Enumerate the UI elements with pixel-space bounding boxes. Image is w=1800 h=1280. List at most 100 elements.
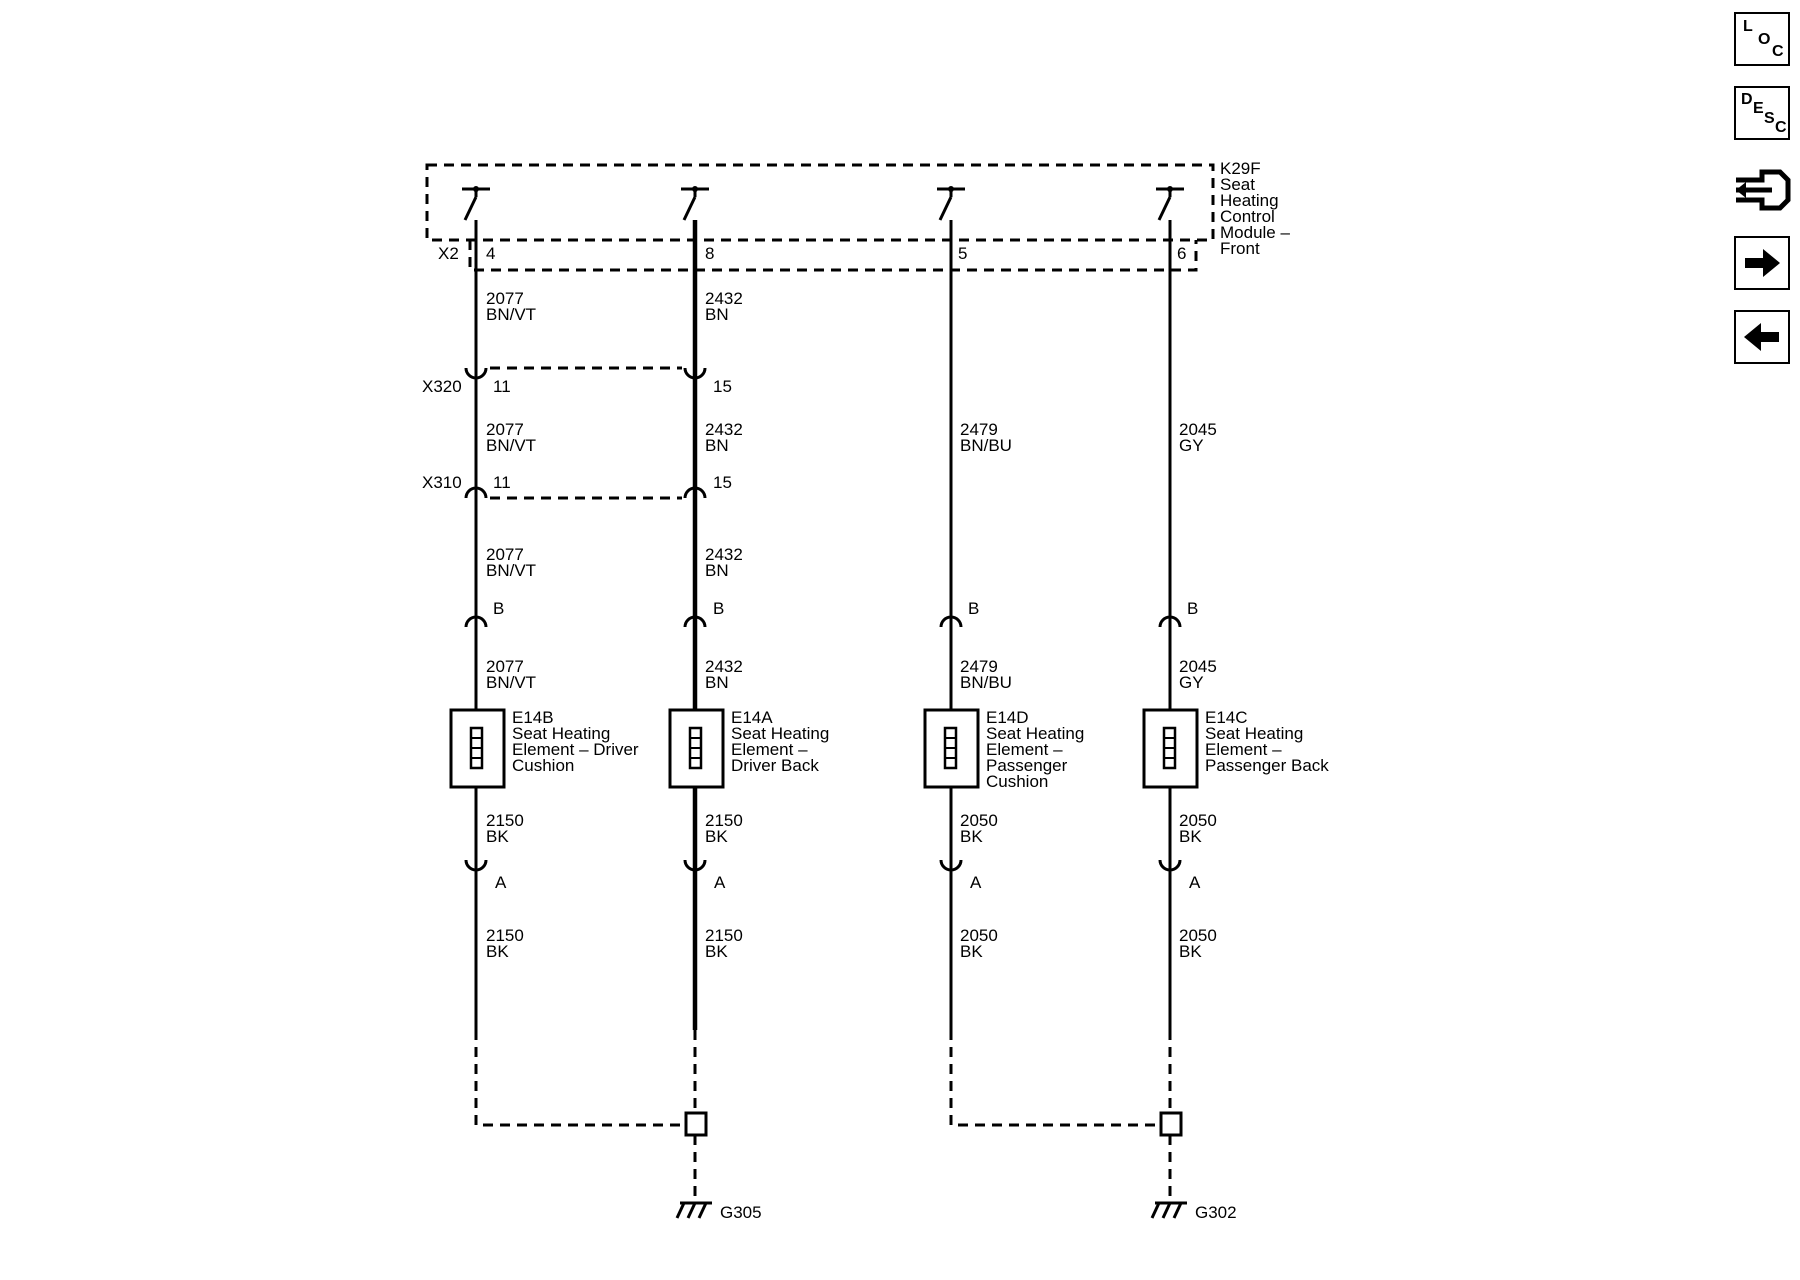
wire-color: BN/VT — [486, 436, 536, 455]
loc-letter: L — [1743, 18, 1753, 35]
desc-letter: S — [1764, 110, 1775, 127]
ground-g305: G305 — [675, 1111, 762, 1222]
connector-view-button[interactable] — [1732, 162, 1792, 218]
wire-color: BN — [705, 561, 729, 580]
wire-color: BN — [705, 436, 729, 455]
inline-connector-x320: X320 — [422, 366, 707, 396]
wire-color: BK — [960, 827, 983, 846]
heating-element-e14b — [449, 708, 506, 789]
element-name-line: Element – Driver — [512, 740, 639, 759]
circuit-number: 2077 — [486, 420, 524, 439]
desc-letter: E — [1753, 100, 1764, 117]
back-arrow-icon — [1744, 323, 1779, 351]
element-name-line: Passenger — [986, 756, 1068, 775]
wire-color: GY — [1179, 673, 1204, 692]
element-code: E14A — [731, 708, 773, 727]
module-pin-label: 5 — [958, 244, 967, 263]
connector-label: X310 — [422, 473, 462, 492]
circuit-2-labels: 8 2432 BN 15 2432 BN 15 2432 BN B 2432 B… — [705, 244, 829, 961]
wire-color: BN/VT — [486, 561, 536, 580]
wire-color: BN/VT — [486, 673, 536, 692]
ground-link-1 — [474, 1030, 686, 1127]
element-name-line: Element – — [1205, 740, 1282, 759]
circuit-number: 2432 — [705, 289, 743, 308]
module-outline — [425, 163, 1215, 242]
pin-b-label: B — [968, 599, 979, 618]
x310-pin-label: 11 — [493, 473, 511, 492]
module-name-line: Control — [1220, 207, 1275, 226]
circuit-number: 2432 — [705, 545, 743, 564]
element-name-line: Cushion — [512, 756, 574, 775]
pin-a-label: A — [714, 873, 726, 892]
element-code: E14B — [512, 708, 554, 727]
heating-element-e14c — [1142, 708, 1199, 789]
desc-letter: C — [1775, 119, 1787, 136]
module-name-line: Module – — [1220, 223, 1290, 242]
wire-color: BN/BU — [960, 436, 1012, 455]
module-name-line: Front — [1220, 239, 1260, 258]
wire-color: BN — [705, 305, 729, 324]
circuit-1-labels: 4 2077 BN/VT 11 2077 BN/VT 11 2077 BN/VT… — [486, 244, 639, 961]
connector-x2-outline — [468, 240, 1198, 272]
module-name-line: Heating — [1220, 191, 1279, 210]
circuit-number: 2432 — [705, 657, 743, 676]
circuit-number: 2050 — [1179, 811, 1217, 830]
element-code: E14D — [986, 708, 1029, 727]
wire-color: BN/BU — [960, 673, 1012, 692]
circuit-number: 2150 — [705, 926, 743, 945]
element-name-line: Element – — [731, 740, 808, 759]
switch-1 — [462, 186, 490, 221]
pin-b-label: B — [493, 599, 504, 618]
inline-connector-x310: X310 — [422, 473, 707, 500]
ground-link-3 — [949, 1030, 1161, 1127]
switch-3 — [937, 186, 965, 221]
connector-label: X320 — [422, 377, 462, 396]
loc-letter: C — [1772, 43, 1784, 60]
loc-button[interactable]: L O C — [1734, 12, 1790, 66]
element-code: E14C — [1205, 708, 1248, 727]
wires — [474, 220, 1172, 1127]
element-connectors-b — [464, 615, 1182, 628]
circuit-number: 2050 — [1179, 926, 1217, 945]
element-name-line: Driver Back — [731, 756, 819, 775]
next-button[interactable] — [1734, 236, 1790, 290]
element-name-line: Seat Heating — [1205, 724, 1303, 743]
circuit-number: 2045 — [1179, 420, 1217, 439]
back-button[interactable] — [1734, 310, 1790, 364]
pin-a-label: A — [970, 873, 982, 892]
circuit-number: 2077 — [486, 657, 524, 676]
circuit-number: 2479 — [960, 657, 998, 676]
module-pin-label: 6 — [1177, 244, 1186, 263]
wire-color: BK — [486, 942, 509, 961]
wire-color: BN/VT — [486, 305, 536, 324]
pin-b-label: B — [713, 599, 724, 618]
pin-b-label: B — [1187, 599, 1198, 618]
module-pin-label: 8 — [705, 244, 714, 263]
circuit-number: 2479 — [960, 420, 998, 439]
circuit-number: 2432 — [705, 420, 743, 439]
element-name-line: Cushion — [986, 772, 1048, 791]
desc-button[interactable]: D E S C — [1734, 86, 1790, 140]
pin-a-label: A — [1189, 873, 1201, 892]
ground-label: G302 — [1195, 1203, 1237, 1222]
ground-label: G305 — [720, 1203, 762, 1222]
element-name-line: Element – — [986, 740, 1063, 759]
heating-element-e14d — [923, 708, 980, 789]
switch-2 — [681, 186, 709, 221]
element-name-line: Seat Heating — [986, 724, 1084, 743]
loc-letter: O — [1758, 31, 1771, 48]
connector-icon — [1736, 169, 1791, 211]
circuit-number: 2045 — [1179, 657, 1217, 676]
next-arrow-icon — [1745, 249, 1780, 277]
circuit-number: 2150 — [486, 926, 524, 945]
pin-a-label: A — [495, 873, 507, 892]
element-name-line: Passenger Back — [1205, 756, 1329, 775]
module-k29f: K29F Seat Heating Control Module – Front… — [425, 159, 1290, 272]
wire-color: BK — [705, 942, 728, 961]
circuit-4-labels: 6 2045 GY B 2045 GY E14C Seat Heating El… — [1177, 244, 1329, 961]
circuit-number: 2150 — [705, 811, 743, 830]
circuit-3-labels: 5 2479 BN/BU B 2479 BN/BU E14D Seat Heat… — [958, 244, 1084, 961]
wire-color: GY — [1179, 436, 1204, 455]
module-pin-label: 4 — [486, 244, 495, 263]
